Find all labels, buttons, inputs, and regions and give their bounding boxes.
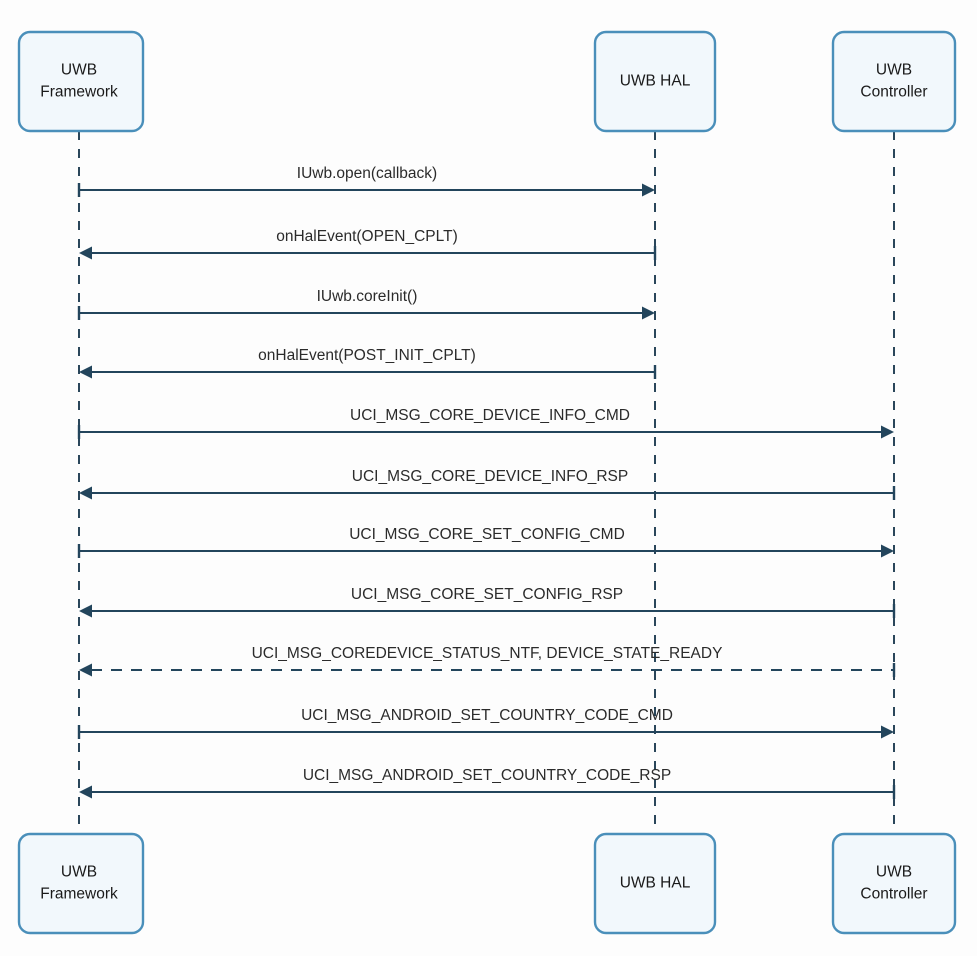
actor-hal-top: UWB HAL bbox=[593, 30, 717, 133]
message-arrowhead-7 bbox=[79, 604, 92, 618]
actor-box-framework-top bbox=[17, 30, 145, 133]
message-10: UCI_MSG_ANDROID_SET_COUNTRY_CODE_RSP bbox=[79, 767, 896, 799]
actor-controller-bottom: UWB Controller bbox=[831, 832, 957, 935]
messages-layer: IUwb.open(callback) onHalEvent(OPEN_CPLT)… bbox=[77, 165, 896, 799]
message-label-2: IUwb.coreInit() bbox=[317, 288, 418, 305]
message-arrowhead-0 bbox=[642, 183, 655, 197]
actor-label-framework-top-line1: UWB bbox=[61, 62, 97, 79]
message-label-5: UCI_MSG_CORE_DEVICE_INFO_RSP bbox=[352, 468, 629, 485]
actor-label-framework-bottom-line1: UWB bbox=[61, 864, 97, 881]
actor-box-controller-top bbox=[831, 30, 957, 133]
message-arrowhead-3 bbox=[79, 365, 92, 379]
message-arrowhead-1 bbox=[79, 246, 92, 260]
message-arrowhead-4 bbox=[881, 425, 894, 439]
actor-label-controller-top-line1: UWB bbox=[876, 62, 912, 79]
message-label-1: onHalEvent(OPEN_CPLT) bbox=[276, 228, 457, 245]
actor-label-hal-top: UWB HAL bbox=[620, 73, 691, 90]
message-7: UCI_MSG_CORE_SET_CONFIG_RSP bbox=[79, 586, 896, 618]
message-label-7: UCI_MSG_CORE_SET_CONFIG_RSP bbox=[351, 586, 623, 603]
actor-label-hal-bottom: UWB HAL bbox=[620, 875, 691, 892]
actor-label-framework-top-line2: Framework bbox=[40, 84, 118, 101]
actor-box-hal-bottom bbox=[593, 832, 717, 935]
actor-box-controller-bottom bbox=[831, 832, 957, 935]
message-label-8: UCI_MSG_COREDEVICE_STATUS_NTF, DEVICE_ST… bbox=[252, 645, 723, 662]
message-label-10: UCI_MSG_ANDROID_SET_COUNTRY_CODE_RSP bbox=[303, 767, 671, 784]
actor-framework-top: UWB Framework bbox=[17, 30, 145, 133]
message-label-4: UCI_MSG_CORE_DEVICE_INFO_CMD bbox=[350, 407, 630, 424]
message-arrowhead-9 bbox=[881, 725, 894, 739]
message-arrowhead-10 bbox=[79, 785, 92, 799]
message-arrowhead-2 bbox=[642, 306, 655, 320]
actor-hal-bottom: UWB HAL bbox=[593, 832, 717, 935]
actor-label-framework-bottom-line2: Framework bbox=[40, 886, 118, 903]
message-2: IUwb.coreInit() bbox=[77, 288, 655, 320]
actor-framework-bottom: UWB Framework bbox=[17, 832, 145, 935]
actor-controller-top: UWB Controller bbox=[831, 30, 957, 133]
actor-label-controller-bottom-line2: Controller bbox=[860, 886, 927, 903]
message-label-0: IUwb.open(callback) bbox=[297, 165, 437, 182]
message-9: UCI_MSG_ANDROID_SET_COUNTRY_CODE_CMD bbox=[77, 707, 894, 739]
message-8: UCI_MSG_COREDEVICE_STATUS_NTF, DEVICE_ST… bbox=[79, 645, 896, 677]
message-4: UCI_MSG_CORE_DEVICE_INFO_CMD bbox=[77, 407, 894, 439]
message-0: IUwb.open(callback) bbox=[77, 165, 655, 197]
message-arrowhead-6 bbox=[881, 544, 894, 558]
actor-label-controller-top-line2: Controller bbox=[860, 84, 927, 101]
actor-box-hal-top bbox=[593, 30, 717, 133]
message-label-6: UCI_MSG_CORE_SET_CONFIG_CMD bbox=[349, 526, 625, 543]
message-label-3: onHalEvent(POST_INIT_CPLT) bbox=[258, 347, 476, 364]
message-label-9: UCI_MSG_ANDROID_SET_COUNTRY_CODE_CMD bbox=[301, 707, 673, 724]
message-3: onHalEvent(POST_INIT_CPLT) bbox=[79, 347, 657, 379]
actor-box-framework-bottom bbox=[17, 832, 145, 935]
message-1: onHalEvent(OPEN_CPLT) bbox=[79, 228, 657, 260]
message-6: UCI_MSG_CORE_SET_CONFIG_CMD bbox=[77, 526, 894, 558]
message-5: UCI_MSG_CORE_DEVICE_INFO_RSP bbox=[79, 468, 896, 500]
message-arrowhead-5 bbox=[79, 486, 92, 500]
actor-label-controller-bottom-line1: UWB bbox=[876, 864, 912, 881]
message-arrowhead-8 bbox=[79, 663, 92, 677]
